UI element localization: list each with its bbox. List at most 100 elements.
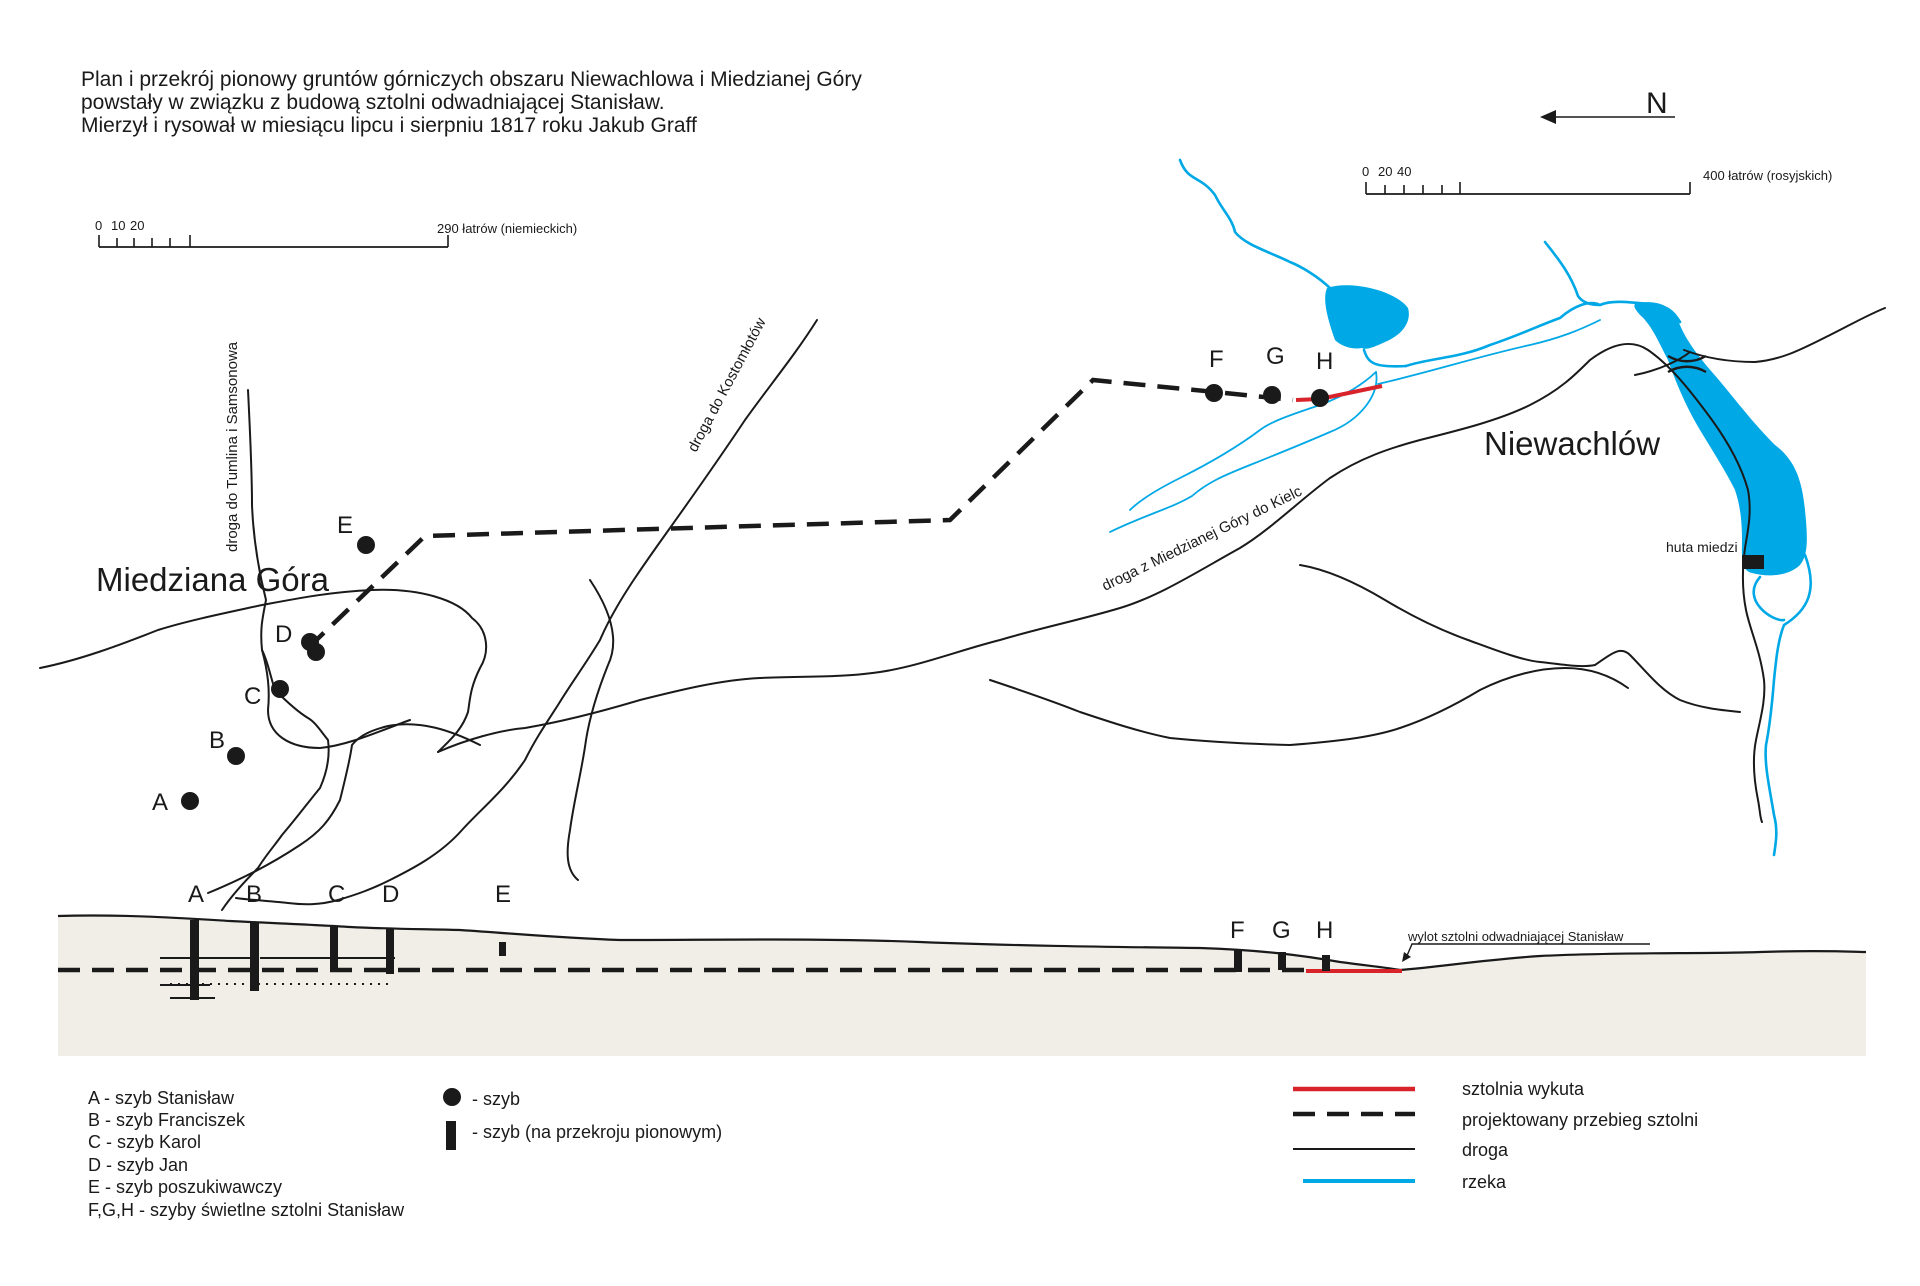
river-tail-west-2 [1109, 371, 1378, 533]
outlet-arrow-icon [1402, 943, 1650, 962]
section-label-e: E [495, 881, 511, 908]
shaft-dot-h [1311, 389, 1329, 407]
north-label: N [1646, 87, 1668, 120]
road-label-kielce: droga z Miedzianej Góry do Kielc [1099, 483, 1305, 595]
shaft-dot-d2 [307, 643, 325, 661]
rivers [1109, 158, 1813, 857]
legend-built-label: sztolnia wykuta [1462, 1079, 1585, 1099]
road-south-east [989, 667, 1629, 746]
plan-label-a: A [152, 789, 168, 816]
section-outlet-label: wylot sztolni odwadniającej Stanisław [1407, 929, 1624, 944]
shaft-dot-a [181, 792, 199, 810]
legend-symbols: - szyb - szyb (na przekroju pionowym) [443, 1088, 722, 1150]
plan-label-b: B [209, 727, 225, 754]
legend-river-label: rzeka [1462, 1172, 1507, 1192]
legend-shaft-e: E - szyb poszukiwawczy [88, 1177, 282, 1197]
plan-shafts [181, 384, 1329, 810]
shaft-dot-c [271, 680, 289, 698]
scale-german-end: 290 łatrów (niemieckich) [437, 221, 577, 236]
section-shaft-c [330, 926, 338, 968]
scale-german-zero: 0 [95, 218, 102, 233]
legend-shaft-list: A - szyb Stanisław B - szyb Franciszek C… [88, 1088, 405, 1220]
legend-shaft-d: D - szyb Jan [88, 1155, 188, 1175]
bridge-icon [1667, 354, 1707, 374]
section-shaft-h [1322, 955, 1330, 971]
title-line-2: powstały w związku z budową sztolni odwa… [81, 91, 665, 114]
river-east-inflow [1543, 240, 1602, 307]
niewachlow-pond [1634, 302, 1807, 576]
section-label-c: C [328, 881, 345, 908]
cross-section [57, 914, 1867, 1056]
legend-shaft-dot-icon [443, 1088, 461, 1106]
legend-lines: sztolnia wykuta projektowany przebieg sz… [1293, 1079, 1698, 1192]
plan-label-h: H [1316, 348, 1333, 375]
river-upper-inflow [1178, 158, 1334, 292]
road-west-loop [39, 588, 488, 753]
section-shaft-b [250, 923, 259, 991]
legend-shaft-bar-icon [446, 1121, 456, 1150]
title-line-3: Mierzył i rysował w miesiącu lipcu i sie… [81, 114, 697, 137]
upper-pond [1325, 285, 1409, 349]
section-shaft-a [190, 920, 199, 1000]
road-south [207, 723, 481, 894]
plan-label-g: G [1266, 343, 1285, 370]
road-kostomlotow-branch [566, 579, 615, 881]
huta-miedzi-icon [1742, 555, 1764, 569]
river-south-outflow [1752, 553, 1813, 857]
road-east-loop [1299, 564, 1741, 713]
legend-shaft-c: C - szyb Karol [88, 1132, 201, 1152]
section-label-b: B [246, 881, 262, 908]
road-kielce [437, 342, 1766, 823]
north-arrow-icon [1540, 110, 1675, 124]
road-label-kostomlotow: droga do Kostomłotów [685, 315, 770, 455]
section-shaft-g [1278, 952, 1286, 970]
place-miedziana-gora: Miedziana Góra [96, 561, 330, 598]
section-label-g: G [1272, 917, 1291, 944]
river-tail-west [1129, 371, 1377, 511]
section-label-a: A [188, 881, 204, 908]
scale-russian-end: 400 łatrów (rosyjskich) [1703, 168, 1832, 183]
place-niewachlow: Niewachlów [1484, 425, 1660, 462]
river-pond-outflow [1362, 348, 1408, 368]
scale-russian-forty: 40 [1397, 164, 1411, 179]
legend-road-label: droga [1462, 1140, 1509, 1160]
scale-russian-zero: 0 [1362, 164, 1369, 179]
legend-shaft-label: - szyb [472, 1089, 520, 1109]
section-label-f: F [1230, 917, 1245, 944]
road-tumlin-2 [261, 649, 411, 749]
road-east [1634, 307, 1886, 376]
road-tumlin [221, 389, 330, 911]
shaft-dot-e [357, 536, 375, 554]
legend-shaft-section-label: - szyb (na przekroju pionowym) [472, 1122, 722, 1142]
scale-russian-twenty: 20 [1378, 164, 1392, 179]
section-label-d: D [382, 881, 399, 908]
section-label-h: H [1316, 917, 1333, 944]
section-surface [57, 914, 1867, 972]
plan-label-d: D [275, 621, 292, 648]
scale-bar-german [98, 235, 449, 248]
plan-label-f: F [1209, 346, 1224, 373]
section-shaft-labels: A B C D E F G H [188, 881, 1333, 944]
legend-shaft-fgh: F,G,H - szyby świetlne sztolni Stanisław [88, 1200, 405, 1220]
section-shaft-e [499, 942, 506, 956]
plan-shaft-labels: A B C D E F G H [152, 343, 1333, 816]
roads [39, 307, 1886, 911]
built-adit [1295, 384, 1383, 402]
shaft-dot-f [1205, 384, 1223, 402]
section-ground [58, 915, 1866, 1056]
legend-planned-label: projektowany przebieg sztolni [1462, 1110, 1698, 1130]
road-label-tumlin: droga do Tumlina i Samsonowa [224, 341, 241, 552]
section-shaft-d [386, 928, 394, 974]
river-adit-channel [1377, 319, 1601, 385]
place-huta-miedzi: huta miedzi [1666, 539, 1738, 555]
legend-shaft-b: B - szyb Franciszek [88, 1110, 246, 1130]
shaft-dot-b [227, 747, 245, 765]
scale-bar-russian [1365, 182, 1691, 195]
title-line-1: Plan i przekrój pionowy gruntów górniczy… [81, 68, 862, 91]
plan-label-e: E [337, 512, 353, 539]
legend-shaft-a: A - szyb Stanisław [88, 1088, 235, 1108]
scale-german-twenty: 20 [130, 218, 144, 233]
shaft-dot-g [1263, 386, 1281, 404]
scale-german-ten: 10 [111, 218, 125, 233]
